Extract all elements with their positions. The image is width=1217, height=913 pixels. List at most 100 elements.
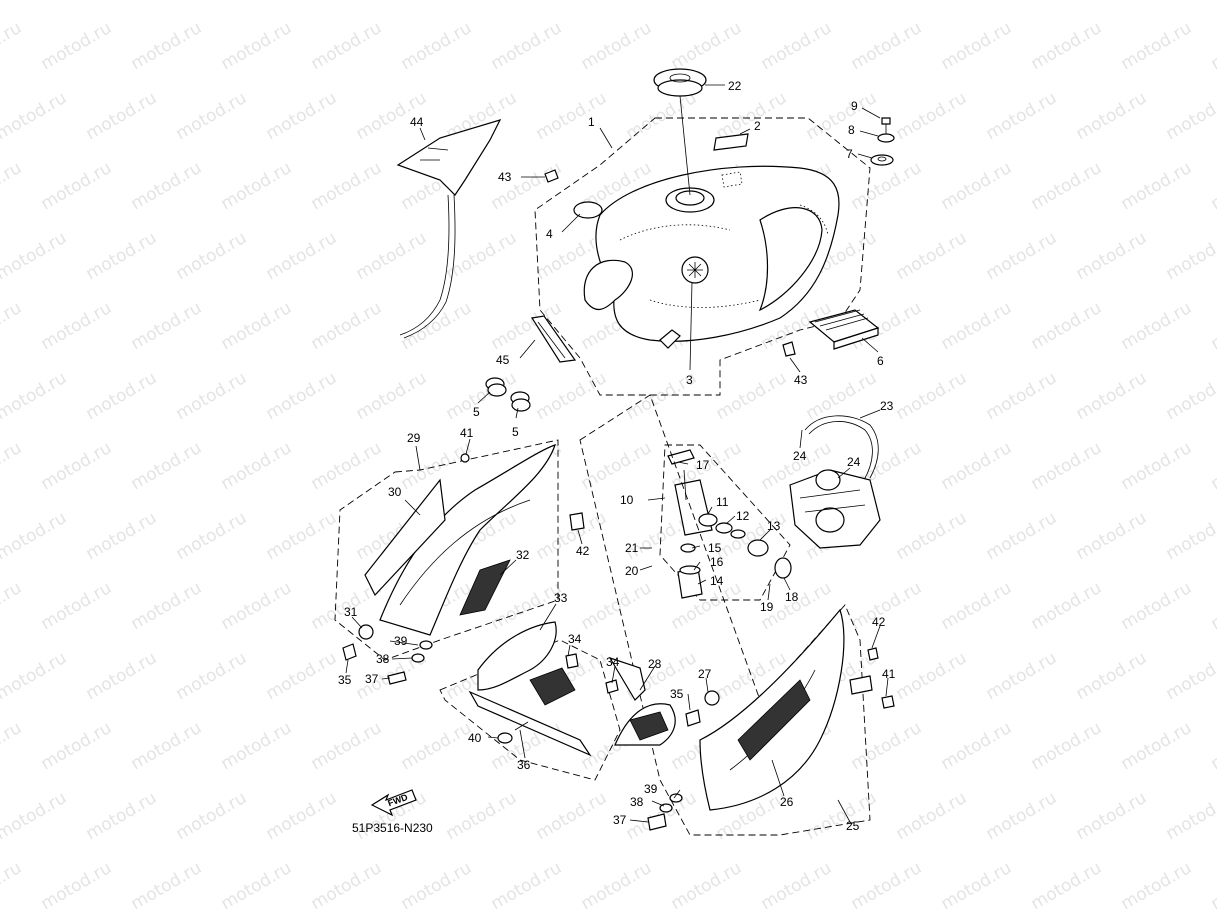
- left-side-cover-group: [334, 439, 585, 685]
- callout-9: 9: [851, 99, 858, 113]
- watermark-text: motod.ru: [263, 0, 341, 4]
- callout-8: 8: [848, 123, 855, 137]
- watermark-text: motod.ru: [128, 718, 206, 774]
- watermark-text: motod.ru: [353, 0, 431, 4]
- watermark-text: motod.ru: [1163, 508, 1217, 564]
- callout-41a: 41: [460, 426, 474, 440]
- callout-36: 36: [517, 758, 531, 772]
- watermark-text: motod.ru: [668, 858, 746, 913]
- watermark-text: motod.ru: [848, 858, 926, 913]
- watermark-text: motod.ru: [488, 858, 566, 913]
- callout-5a: 5: [473, 405, 480, 419]
- callout-28: 28: [648, 657, 662, 671]
- fuel-cock-group: [659, 444, 792, 601]
- watermark-text: motod.ru: [893, 368, 971, 424]
- callout-20: 20: [625, 564, 639, 578]
- watermark-text: motod.ru: [893, 508, 971, 564]
- watermark-text: motod.ru: [1118, 158, 1196, 214]
- watermark-text: motod.ru: [0, 788, 70, 844]
- watermark-text: motod.ru: [308, 18, 386, 74]
- callout-14: 14: [710, 574, 724, 588]
- watermark-text: motod.ru: [578, 438, 656, 494]
- callout-43b: 43: [794, 373, 808, 387]
- watermark-text: motod.ru: [308, 858, 386, 913]
- watermark-text: motod.ru: [533, 88, 611, 144]
- watermark-text: motod.ru: [1208, 158, 1217, 214]
- watermark-text: motod.ru: [893, 648, 971, 704]
- watermark-text: motod.ru: [128, 18, 206, 74]
- watermark-text: motod.ru: [488, 18, 566, 74]
- watermark-text: motod.ru: [173, 648, 251, 704]
- watermark-text: motod.ru: [1208, 298, 1217, 354]
- watermark-text: motod.ru: [173, 0, 251, 4]
- callout-5b: 5: [512, 425, 519, 439]
- air-duct-group: [439, 621, 621, 781]
- callout-4: 4: [546, 227, 553, 241]
- watermark-text: motod.ru: [128, 158, 206, 214]
- watermark-text: motod.ru: [1073, 88, 1151, 144]
- watermark-text: motod.ru: [1028, 298, 1106, 354]
- callout-16: 16: [710, 555, 724, 569]
- watermark-text: motod.ru: [1208, 718, 1217, 774]
- watermark-text: motod.ru: [263, 368, 341, 424]
- fuel-cap: [653, 68, 707, 97]
- watermark-text: motod.ru: [1073, 648, 1151, 704]
- watermark-text: motod.ru: [1028, 578, 1106, 634]
- callout-15: 15: [708, 541, 722, 555]
- watermark-text: motod.ru: [1118, 718, 1196, 774]
- watermark-text: motod.ru: [533, 368, 611, 424]
- watermark-text: motod.ru: [128, 298, 206, 354]
- callout-6: 6: [877, 354, 884, 368]
- watermark-text: motod.ru: [308, 718, 386, 774]
- callout-18: 18: [785, 590, 799, 604]
- watermark-text: motod.ru: [983, 508, 1061, 564]
- callout-25: 25: [846, 819, 860, 833]
- watermark-text: motod.ru: [1208, 858, 1217, 913]
- callout-27: 27: [698, 667, 712, 681]
- watermark-text: motod.ru: [83, 88, 161, 144]
- watermark-text: motod.ru: [398, 858, 476, 913]
- watermark-text: motod.ru: [1028, 718, 1106, 774]
- callout-43a: 43: [498, 170, 512, 184]
- callout-34a: 34: [568, 632, 582, 646]
- watermark-text: motod.ru: [1073, 788, 1151, 844]
- fuel-hose-and-carburetor: [789, 415, 881, 549]
- watermark-text: motod.ru: [1163, 788, 1217, 844]
- watermark-text: motod.ru: [83, 0, 161, 4]
- watermark-text: motod.ru: [713, 368, 791, 424]
- watermark-text: motod.ru: [848, 718, 926, 774]
- callout-39a: 39: [394, 634, 408, 648]
- watermark-text: motod.ru: [758, 858, 836, 913]
- watermark-text: motod.ru: [1163, 0, 1217, 4]
- watermark-text: motod.ru: [38, 438, 116, 494]
- watermark-text: motod.ru: [1208, 578, 1217, 634]
- callout-2: 2: [754, 119, 761, 133]
- watermark-text: motod.ru: [398, 718, 476, 774]
- watermark-text: motod.ru: [0, 0, 70, 4]
- watermark-text: motod.ru: [848, 18, 926, 74]
- watermark-text: motod.ru: [38, 578, 116, 634]
- callout-41b: 41: [882, 667, 896, 681]
- watermark-text: motod.ru: [938, 438, 1016, 494]
- callout-13: 13: [767, 519, 781, 533]
- watermark-text: motod.ru: [38, 298, 116, 354]
- callout-24b: 24: [847, 455, 861, 469]
- watermark-text: motod.ru: [938, 718, 1016, 774]
- watermark-text: motod.ru: [218, 18, 296, 74]
- watermark-text: motod.ru: [218, 158, 296, 214]
- watermark-text: motod.ru: [1073, 508, 1151, 564]
- callout-42a: 42: [576, 544, 590, 558]
- watermark-text: motod.ru: [128, 578, 206, 634]
- catalog-code: 51P3516-N230: [352, 821, 433, 835]
- watermark-text: motod.ru: [983, 648, 1061, 704]
- watermark-text: motod.ru: [578, 18, 656, 74]
- watermark-text: motod.ru: [0, 18, 25, 74]
- watermark-text: motod.ru: [893, 88, 971, 144]
- watermark-text: motod.ru: [0, 158, 25, 214]
- callout-3: 3: [686, 373, 693, 387]
- watermark-text: motod.ru: [443, 368, 521, 424]
- watermark-text: motod.ru: [893, 788, 971, 844]
- callout-42b: 42: [872, 615, 886, 629]
- watermark-text: motod.ru: [263, 228, 341, 284]
